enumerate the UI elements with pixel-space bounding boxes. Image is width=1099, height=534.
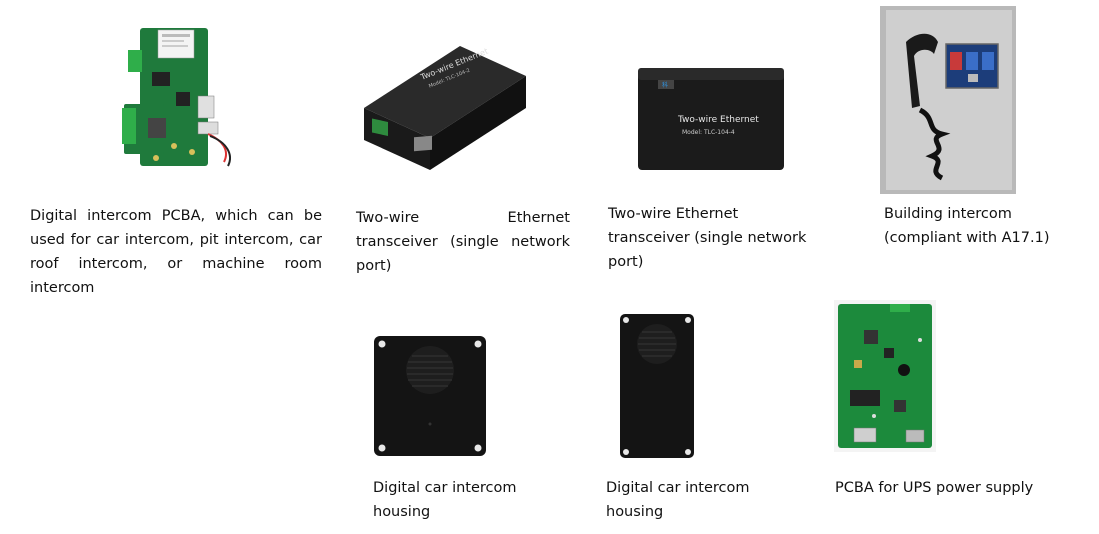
intercom-pcba-image [122, 28, 231, 167]
ethernet-transceiver-image-2: 科 Two-wire Ethernet Model: TLC-104-4 [638, 68, 784, 170]
ups-pcba-image [834, 300, 936, 452]
model-label-2: Model: TLC-104-4 [682, 129, 735, 136]
intercom-pcba-caption: Digital intercom PCBA, which can be used… [30, 208, 322, 296]
car-intercom-housing-caption-2: Digital car intercom housing [606, 480, 750, 520]
ethernet-transceiver-image-1: Two-wire Ethernet Model: TLC-104-2 [364, 46, 526, 170]
building-intercom-caption: Building intercom (compliant with A17.1) [884, 206, 1050, 246]
svg-text:科: 科 [662, 81, 668, 89]
ups-pcba-caption: PCBA for UPS power supply [835, 480, 1034, 496]
car-intercom-housing-image-1 [374, 336, 486, 456]
car-intercom-housing-image-2 [620, 314, 694, 458]
ethernet-transceiver-caption-1: Two-wire Ethernet transceiver (single ne… [356, 210, 570, 274]
device-label-2: Two-wire Ethernet [677, 115, 759, 125]
building-intercom-image [880, 6, 1016, 194]
car-intercom-housing-caption-1: Digital car intercom housing [373, 480, 517, 520]
ethernet-transceiver-caption-2: Two-wire Ethernet transceiver (single ne… [608, 206, 807, 270]
